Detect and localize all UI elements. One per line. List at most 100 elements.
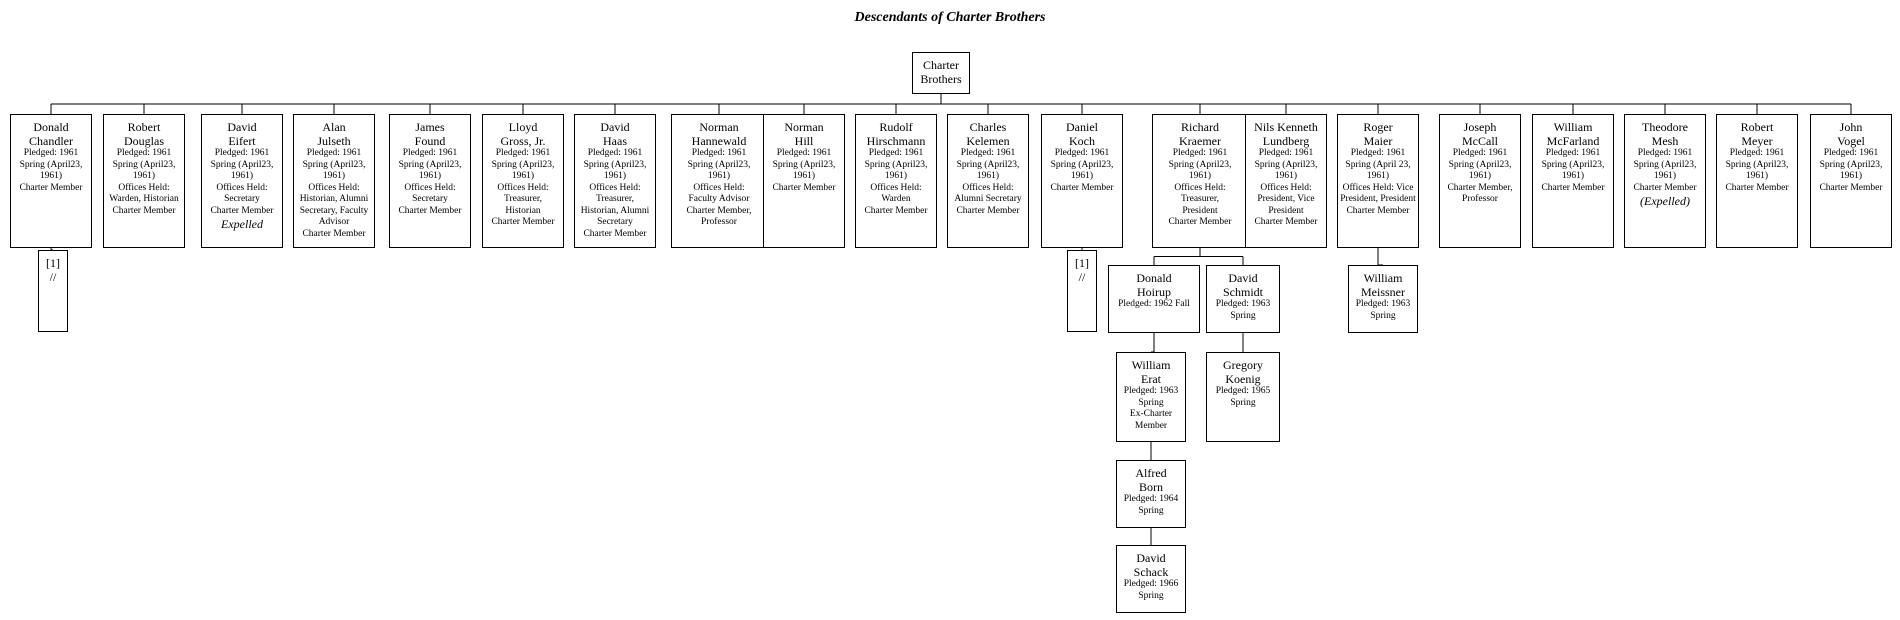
person-detail-line: Secretary — [597, 217, 633, 227]
person-detail-line: Alumni Secretary — [954, 194, 1022, 204]
person-name-line: Norman — [784, 120, 824, 134]
person-detail-line: Charter Member — [1633, 182, 1697, 193]
person-name-line: David — [600, 120, 630, 134]
person-detail-line: Spring — [1230, 310, 1256, 321]
person-name-line: Eifert — [228, 134, 256, 148]
person-detail-line: Charter Member — [302, 228, 366, 239]
person-name-line: Donald — [33, 120, 69, 134]
person-name-line: Hoirup — [1137, 285, 1171, 299]
person-name-line: Douglas — [124, 134, 164, 148]
person-detail-line: Member — [1134, 420, 1168, 431]
person-detail-line: Spring (April23, — [1050, 159, 1114, 170]
person-name-line: Koenig — [1225, 372, 1261, 386]
person-detail-line: President, Vice — [1257, 194, 1315, 204]
person-name-line: Joseph — [1463, 120, 1497, 134]
person-detail-line: Pledged: 1966 — [1123, 579, 1179, 589]
person-detail-line: 1961) — [132, 171, 156, 181]
person-detail-line: Charter Member — [398, 205, 462, 216]
person-detail-line: Offices Held: — [118, 182, 170, 193]
person-detail-line: 1961) — [976, 171, 1000, 181]
person-detail-line: Pledged: 1964 — [1123, 494, 1179, 504]
person-detail-line: Pledged: 1961 — [776, 148, 832, 158]
person-name-line: McFarland — [1546, 134, 1600, 148]
person-name-line: Kraemer — [1179, 134, 1221, 148]
person-detail-line: Pledged: 1961 — [1172, 148, 1228, 158]
person-detail-line: Charter Member — [583, 228, 647, 239]
person-detail-line: Charter Member — [772, 182, 836, 193]
person-detail-line: 1961) — [1274, 171, 1298, 181]
person-detail-line: Pledged: 1961 — [306, 148, 362, 158]
person-name-line: Erat — [1141, 372, 1161, 386]
person-detail-line: Warden, Historian — [109, 194, 179, 204]
person-detail-line: Spring (April23, — [864, 159, 928, 170]
person-detail-line: Ex-Charter — [1129, 409, 1173, 419]
person-detail-line: Treasurer, — [503, 194, 543, 204]
person-detail-line: Spring — [1230, 397, 1256, 408]
person-name-line: Koch — [1069, 134, 1095, 148]
person-detail-line: Offices Held: — [308, 182, 360, 193]
person-detail-line: Charter Member — [1168, 217, 1232, 227]
person-name-line: William — [1553, 120, 1593, 134]
person-detail-line: Pledged: 1961 — [214, 148, 270, 158]
person-name-line: Lloyd — [508, 120, 538, 134]
person-detail-line: Pledged: 1961 — [1823, 148, 1879, 158]
person-detail-line: Pledged: 1961 — [1545, 148, 1601, 158]
person-detail-line: Spring (April23, — [112, 159, 176, 170]
person-detail-line: Pledged: 1961 — [1054, 148, 1110, 158]
person-detail-line: Pledged: 1965 — [1215, 386, 1271, 396]
person-name-line: Robert — [127, 120, 161, 134]
person-detail-line: Spring (April23, — [398, 159, 462, 170]
person-name-line: Gregory — [1223, 358, 1263, 372]
person-detail-line: 1961) — [603, 171, 627, 181]
person-name-line: Lundberg — [1262, 134, 1310, 148]
person-detail-line: Pledged: 1963 — [1215, 299, 1271, 309]
person-detail-line: Charter Member — [210, 205, 274, 216]
person-detail-line: Historian, Alumni — [299, 194, 369, 204]
person-detail-line: Pledged: 1961 — [1729, 148, 1785, 158]
person-name-line: Vogel — [1837, 134, 1865, 148]
person-detail-line: President — [1268, 205, 1304, 216]
person-name-line: Charter — [923, 58, 959, 72]
person-detail-line: Warden — [881, 194, 911, 204]
person-detail-line: Pledged: 1961 — [23, 148, 79, 158]
person-detail-line: Charter Member — [1725, 182, 1789, 193]
person-detail-line: Spring — [1138, 590, 1164, 601]
person-name-line: Schmidt — [1222, 285, 1263, 299]
person-name-line: Rudolf — [879, 120, 913, 134]
person-detail-line: Spring (April23, — [956, 159, 1020, 170]
person-name-line: Hannewald — [691, 134, 747, 148]
person-detail-line: Charter Member — [491, 217, 555, 227]
person-detail-line: Offices Held: — [870, 182, 922, 193]
person-detail-line: 1961) — [707, 171, 731, 181]
person-detail-line: Spring (April23, — [491, 159, 555, 170]
person-detail-line: Treasurer, — [595, 194, 635, 204]
person-name-line: Meyer — [1741, 134, 1773, 148]
person-name-line: Found — [414, 134, 446, 148]
person-name-line: William — [1363, 271, 1403, 285]
person-detail-line: Charter Member — [112, 205, 176, 216]
person-detail-line: Spring (April23, — [1725, 159, 1789, 170]
person-name-line: // — [49, 270, 57, 284]
person-detail-line: Offices Held: Vice — [1342, 182, 1414, 193]
person-name-line: David — [1228, 271, 1258, 285]
expelled-note: Expelled — [221, 217, 263, 231]
person-detail-line: Charter Member — [1346, 205, 1410, 216]
person-detail-line: Pledged: 1961 — [1452, 148, 1508, 158]
person-detail-line: Charter Member — [1050, 182, 1114, 193]
person-name-line: Kelemen — [966, 134, 1010, 148]
person-detail-line: 1961) — [1839, 171, 1863, 181]
person-detail-line: Faculty Advisor — [688, 194, 750, 204]
